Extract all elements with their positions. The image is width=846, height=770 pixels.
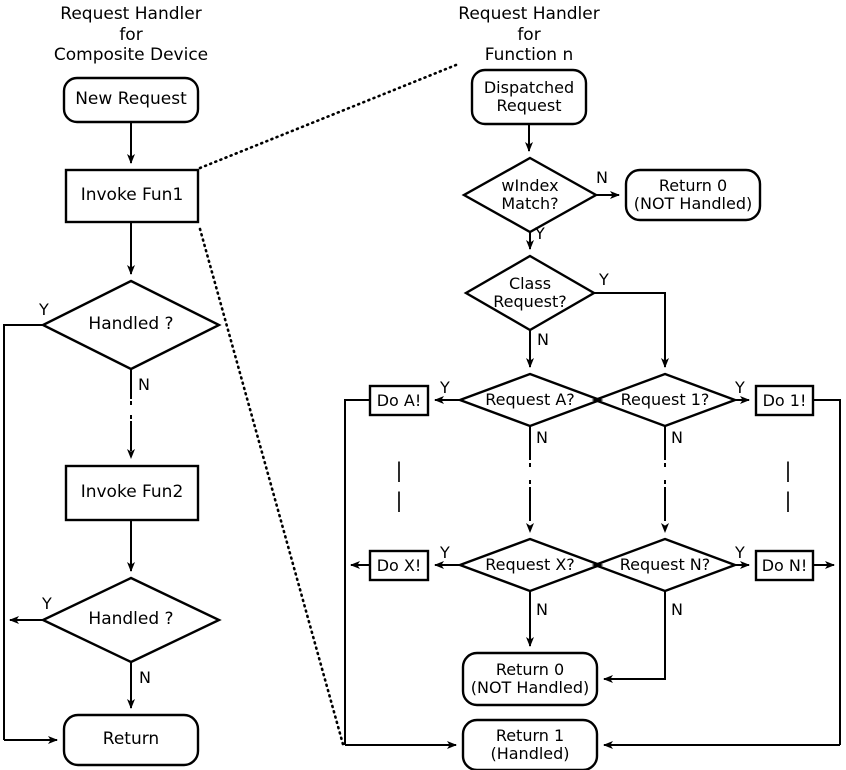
node-return-shape — [62, 713, 200, 767]
node-request-1-shape — [591, 372, 739, 428]
title-right: Request Handler for Function n — [458, 4, 600, 66]
node-invoke-fun2-shape — [64, 464, 200, 522]
node-return1-shape — [461, 718, 599, 770]
node-do-x-shape — [368, 549, 430, 582]
node-windex-match-shape — [461, 156, 599, 234]
edge-label-windex-yes: Y — [535, 224, 545, 243]
node-return0-top-shape — [624, 168, 762, 222]
title-left: Request Handler for Composite Device — [53, 4, 209, 66]
edge-label-request-1-yes: Y — [735, 378, 745, 397]
node-request-a-shape — [456, 372, 604, 428]
edge-label-class-yes: Y — [599, 270, 609, 289]
ellipsis-left-column: | | — [395, 458, 403, 512]
edge-requestn-no-to-return0 — [603, 591, 666, 683]
edge-label-request-x-no: N — [536, 600, 548, 619]
edge-do1-right-rail — [813, 399, 841, 745]
edge-label-request-n-yes: Y — [735, 543, 745, 562]
node-dispatched-request-shape — [470, 68, 588, 126]
node-handled1-shape — [40, 279, 222, 371]
edge-label-handled2-no: N — [139, 668, 151, 687]
node-handled2-shape — [40, 576, 222, 664]
node-do-a-shape — [368, 384, 430, 417]
node-invoke-fun1-shape — [64, 168, 200, 224]
edge-label-windex-no: N — [596, 168, 608, 187]
edge-label-handled2-yes: Y — [42, 594, 52, 613]
edge-label-request-a-yes: Y — [440, 378, 450, 397]
connector-dotted-upper — [198, 63, 458, 170]
edge-class-yes-to-request1 — [594, 292, 669, 368]
node-do-1-shape — [754, 384, 815, 417]
edge-label-class-no: N — [537, 330, 549, 349]
node-return0-bottom-shape — [461, 651, 599, 707]
node-do-n-shape — [754, 549, 815, 582]
node-request-n-shape — [591, 537, 739, 593]
edge-label-request-x-yes: Y — [440, 543, 450, 562]
node-class-request-shape — [463, 254, 597, 332]
edge-label-request-1-no: N — [671, 428, 683, 447]
connector-dotted-lower — [198, 227, 346, 750]
edge-handled1-yes-rail — [3, 324, 43, 740]
edge-label-request-a-no: N — [536, 428, 548, 447]
ellipsis-right-column: | | — [784, 458, 792, 512]
edge-doa-left-rail — [344, 399, 370, 745]
edge-label-handled1-no: N — [138, 375, 150, 394]
edge-label-request-n-no: N — [671, 600, 683, 619]
node-new-request-shape — [62, 76, 200, 124]
node-request-x-shape — [456, 537, 604, 593]
edge-label-handled1-yes: Y — [39, 300, 49, 319]
